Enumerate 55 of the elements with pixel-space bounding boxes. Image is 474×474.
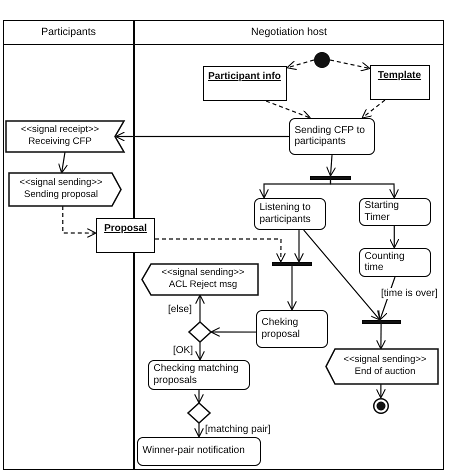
arrow xyxy=(294,230,304,263)
dashed-arrow xyxy=(155,238,286,263)
action-label: Cheking proposal xyxy=(262,317,301,340)
signal-label: <<signal receipt>> xyxy=(20,124,100,136)
guard-label: [OK] xyxy=(172,345,194,356)
object-box xyxy=(202,66,286,100)
arrow xyxy=(58,152,68,174)
arrow xyxy=(194,294,206,322)
lane-title: Participants xyxy=(40,26,97,38)
signal-label: Receiving CFP xyxy=(27,136,93,148)
arrow xyxy=(389,226,400,249)
dashed-arrow xyxy=(266,100,312,120)
arrow xyxy=(210,326,256,338)
action-label: Starting Timer xyxy=(364,200,400,223)
dashed-arrow xyxy=(286,59,314,70)
arrow xyxy=(326,154,336,177)
action-box xyxy=(288,118,374,154)
arrow xyxy=(115,131,289,142)
guard-label: [else] xyxy=(167,304,193,315)
signal-label: Sending proposal xyxy=(23,189,99,201)
dashed-arrow xyxy=(362,100,386,119)
object-box xyxy=(96,218,155,253)
object-label: Template xyxy=(378,70,422,80)
signal-label: End of auction xyxy=(354,366,416,378)
lane-title: Negotiation host xyxy=(250,26,328,38)
action-box xyxy=(358,198,430,226)
signal-label: <<signal sending>> xyxy=(160,267,246,279)
action-box xyxy=(254,198,326,230)
action-label: Sending CFP to participants xyxy=(294,124,366,148)
arrow xyxy=(330,180,400,199)
action-box xyxy=(148,360,250,390)
arrow xyxy=(286,266,298,311)
dashed-arrow xyxy=(62,206,97,238)
arrow xyxy=(376,324,386,350)
arrow xyxy=(376,384,386,399)
arrow xyxy=(303,230,380,321)
guard-label: [matching pair] xyxy=(204,424,272,435)
dashed-arrow xyxy=(330,59,371,72)
action-box xyxy=(136,436,260,466)
action-label: Winner-pair notification xyxy=(142,445,245,457)
guard-label: [time is over] xyxy=(380,288,439,299)
signal-label: <<signal sending>> xyxy=(342,354,428,366)
signal-label: ACL Reject msg xyxy=(168,279,238,291)
signal-label: <<signal sending>> xyxy=(18,177,104,189)
action-label: Counting time xyxy=(364,250,406,274)
arrow xyxy=(194,423,204,438)
arrow xyxy=(194,342,206,361)
action-box xyxy=(256,310,328,348)
object-box xyxy=(370,64,430,100)
action-box xyxy=(358,248,430,276)
object-label: Participant info xyxy=(208,70,281,82)
arrow xyxy=(194,390,204,404)
object-label: Proposal xyxy=(104,223,147,234)
action-label: Listening to participants xyxy=(260,202,312,225)
action-label: Checking matching proposals xyxy=(154,363,240,386)
